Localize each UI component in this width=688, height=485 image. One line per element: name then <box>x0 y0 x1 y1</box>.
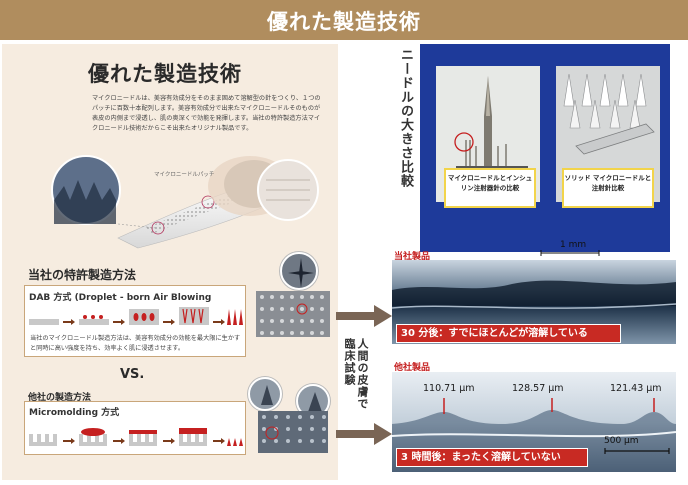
dab-process-diagram <box>29 307 243 325</box>
patch-label: マイクロニードルパッチ <box>154 172 215 178</box>
dab-title: DAB 方式 (Droplet - born Air Blowing <box>29 293 212 303</box>
caption-solid-compare: ソリッド マイクロニードルと注射針比較 <box>562 168 654 208</box>
patch-illustration <box>51 155 319 249</box>
needle-closeup-circle <box>280 252 318 290</box>
other-product-label: 他社製品 <box>394 363 431 373</box>
our-result-banner: 30 分後：すでにほとんどが溶解している <box>396 324 621 343</box>
page-title: 優れた製造技術 <box>88 62 242 86</box>
scale-top-label: 1 mm <box>560 240 587 250</box>
measurement-2: 128.57 μm <box>512 383 564 394</box>
vs-label: VS. <box>120 367 145 382</box>
header-title: 優れた製造技術 <box>267 10 421 34</box>
clinical-test-label: 人間の皮膚で臨床試験 <box>343 338 369 410</box>
caption-insulin-compare: マイクロニードルとインシュリン注射器針の比較 <box>444 168 536 208</box>
arrow-right-icon <box>336 305 392 327</box>
other-method-title: 他社の製造方法 <box>28 393 92 403</box>
other-needle-closeup-left <box>248 377 282 411</box>
header-bar <box>0 0 688 40</box>
scale-bar-top <box>540 250 600 256</box>
micromolding-title: Micromolding 方式 <box>29 408 120 418</box>
needle-array-image <box>256 291 330 337</box>
our-product-label: 当社製品 <box>394 252 431 262</box>
dab-description: 当社のマイクロニードル製造方法は、美容有効成分の効能を最大限に生かすと同時に高い… <box>30 335 241 352</box>
needle-size-comparison-title: ニードルの大きさ比較 <box>398 48 413 188</box>
measurement-1: 110.71 μm <box>423 383 475 394</box>
micromolding-process-diagram <box>29 428 243 446</box>
patent-section-title: 当社の特許製造方法 <box>28 268 137 282</box>
other-needle-array-image <box>258 411 328 453</box>
arrow-right-icon <box>336 423 392 445</box>
other-result-banner: 3 時間後：まったく溶解していない <box>396 448 588 467</box>
scale-bar-bottom <box>604 448 670 454</box>
scale-bottom-label: 500 μm <box>604 436 639 446</box>
intro-text: マイクロニードルは、美容有効成分をそのまま固めて溶解型の針をつくり、１つのパッチ… <box>92 95 321 132</box>
measurement-3: 121.43 μm <box>610 383 662 394</box>
